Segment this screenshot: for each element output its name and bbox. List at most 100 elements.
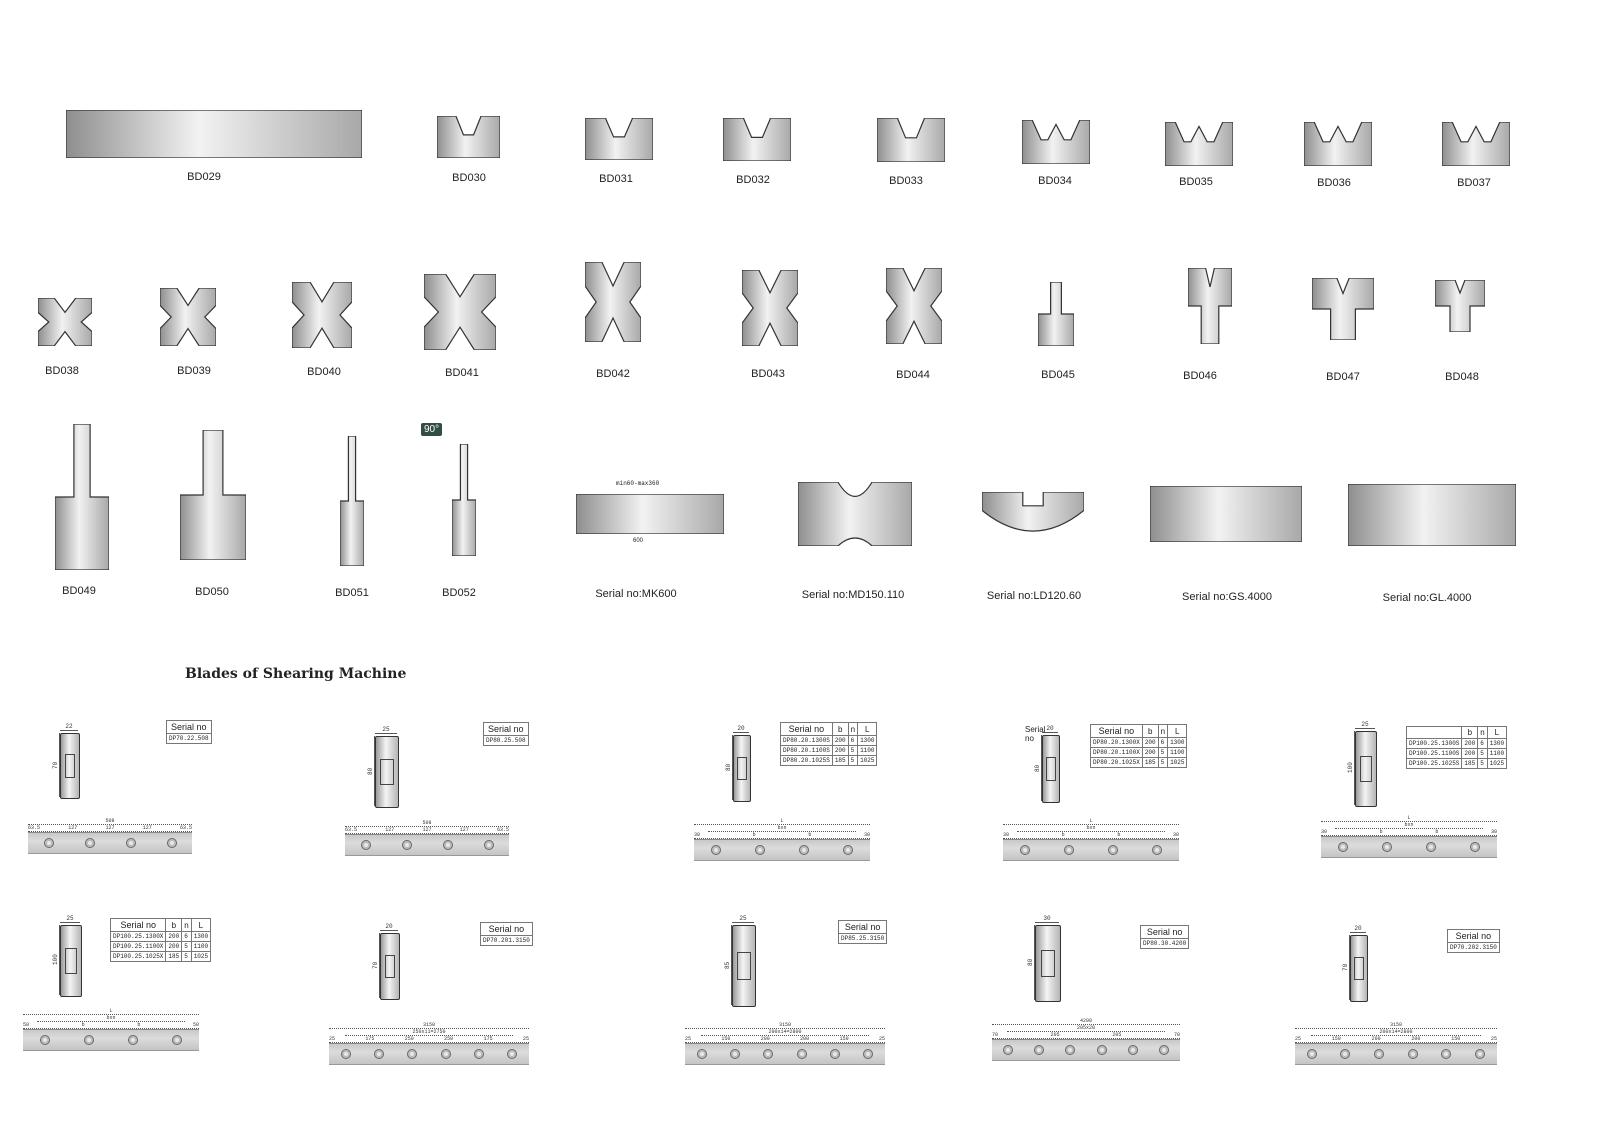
segment-dim: 63.5	[496, 827, 509, 833]
table-cell: 5	[847, 745, 859, 756]
blade-cross-section	[60, 925, 82, 997]
segment-dim: 150	[721, 1036, 731, 1042]
tool-drawing	[180, 430, 246, 560]
total-length-dim: L	[1321, 815, 1497, 822]
segment-dim: 25	[329, 1036, 336, 1042]
table-header: b	[1461, 726, 1479, 739]
table-cell: DP80.20.1025S	[780, 755, 833, 766]
tool-label: BD034	[1038, 175, 1072, 187]
tool-label: BD038	[45, 365, 79, 377]
table-cell: DP100.25.1100S	[1405, 748, 1463, 759]
table-cell: DP80.20.1025X	[1090, 757, 1143, 768]
table-cell: 1100	[857, 745, 878, 756]
table-header-serial: Serial no	[109, 918, 167, 932]
table-cell: DP100.25.1300X	[109, 931, 167, 942]
bolt-hole-icon	[1374, 1049, 1385, 1059]
segment-dim: 200	[800, 1036, 810, 1042]
segment-dim: b	[1435, 829, 1439, 835]
bolt-hole-icon	[166, 838, 177, 848]
segment-dim: b	[1117, 832, 1121, 838]
segment-dim: 63.5	[179, 825, 192, 831]
table-header-serial: Serial no	[166, 720, 212, 734]
segment-dim: b	[1379, 829, 1383, 835]
segment-dim: 30	[863, 832, 870, 838]
table-cell: 6	[1477, 738, 1488, 749]
tool-drawing	[742, 270, 798, 346]
bolt-hole-icon	[360, 840, 371, 850]
tool-label: BD037	[1457, 177, 1491, 189]
table-cell: 185	[165, 951, 183, 962]
table-cell: 200	[831, 735, 849, 746]
segment-dim: 150	[1331, 1036, 1341, 1042]
segment-dim: 127	[142, 825, 152, 831]
segment-dim: 205	[1112, 1032, 1122, 1038]
tool-label: BD039	[177, 365, 211, 377]
table-row: DP70.201.3150	[480, 935, 533, 946]
bolt-hole-icon	[440, 1049, 451, 1059]
table-cell: DP70.201.3150	[480, 935, 533, 946]
tool-drawing	[1150, 486, 1302, 542]
table-cell: 5	[847, 755, 859, 766]
blade-height-dim: 70	[52, 733, 60, 797]
tool-label: BD030	[452, 172, 486, 184]
table-header: n	[847, 722, 859, 736]
table-cell: 1100	[190, 941, 212, 952]
segment-dim: 205	[1050, 1032, 1060, 1038]
table-cell: DP80.20.1100X	[1090, 747, 1143, 758]
blade-cross-section	[1042, 735, 1060, 803]
table-cell: 200	[165, 931, 183, 942]
bolt-hole-icon	[1033, 1045, 1044, 1055]
tool-label: Serial no:GS.4000	[1182, 591, 1272, 603]
table-cell: 185	[831, 755, 849, 766]
table-cell: 5	[1477, 758, 1488, 769]
table-cell: 6	[1157, 737, 1169, 748]
bolt-hole-icon	[84, 1035, 94, 1045]
total-length-dim: L	[694, 818, 870, 825]
tool-drawing	[585, 262, 641, 342]
table-cell: 1100	[1486, 748, 1508, 759]
tool-label: Serial no:LD120.60	[986, 590, 1082, 602]
blade-width-dim: 20	[1042, 725, 1058, 733]
bolt-hole-icon	[407, 1049, 418, 1059]
table-cell: 1300	[1486, 738, 1508, 749]
table-cell: DP80.20.1300X	[1090, 737, 1143, 748]
table-header: L	[190, 918, 212, 932]
tool-label: BD043	[751, 368, 785, 380]
segment-dim: b	[137, 1022, 141, 1028]
segment-dim: 150	[839, 1036, 849, 1042]
tool-drawing	[452, 444, 476, 556]
segment-dim: 50	[192, 1022, 199, 1028]
blade-plate	[23, 1029, 199, 1051]
tool-label: BD045	[1041, 369, 1075, 381]
tool-drawing	[576, 494, 724, 534]
pitch-dim: bxn	[708, 825, 856, 832]
table-cell: 5	[1157, 757, 1169, 768]
segment-dim: b	[752, 832, 756, 838]
table-row: DP85.25.3150	[837, 933, 888, 944]
table-header-serial: Serial no	[1447, 929, 1500, 943]
tool-drawing	[1348, 484, 1516, 546]
blade-height-dim: 70	[372, 933, 380, 998]
pitch-dim: 200x14=2800	[1311, 1029, 1481, 1036]
bolt-hole-icon	[473, 1049, 484, 1059]
table-header: n	[1477, 726, 1488, 739]
table-cell: 1025	[190, 951, 212, 962]
table-header: L	[1167, 724, 1188, 738]
bolt-hole-icon	[43, 838, 54, 848]
segment-dim: 30	[1321, 829, 1328, 835]
tool-drawing	[982, 492, 1084, 538]
segment-dim: 30	[694, 832, 701, 838]
blade-height-dim: 80	[367, 736, 375, 806]
tool-drawing	[1435, 280, 1485, 332]
